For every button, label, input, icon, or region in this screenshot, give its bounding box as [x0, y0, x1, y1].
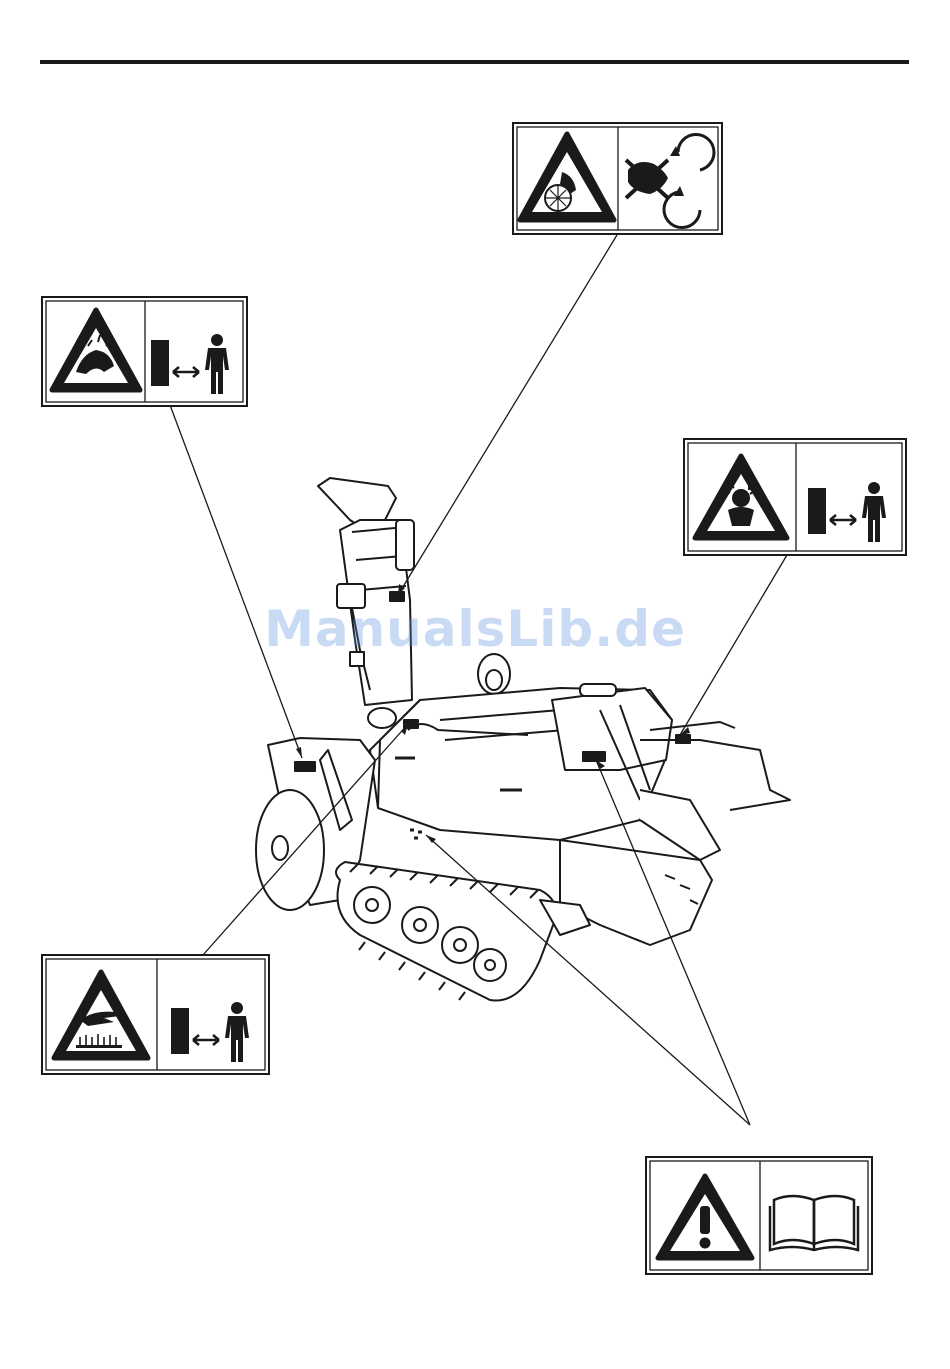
read-manual-book-icon [770, 1196, 858, 1250]
label-thrown-objects-distance [42, 297, 247, 406]
label-hot-surface [42, 955, 269, 1074]
leader-line-auger-label [170, 405, 302, 758]
label-hand-entanglement-stop [513, 123, 722, 234]
leader-line-handlebar-label [680, 555, 787, 735]
label-read-manual [646, 1157, 872, 1274]
leader-line-chute-label [398, 235, 617, 595]
label-thrown-objects-face [684, 439, 906, 555]
